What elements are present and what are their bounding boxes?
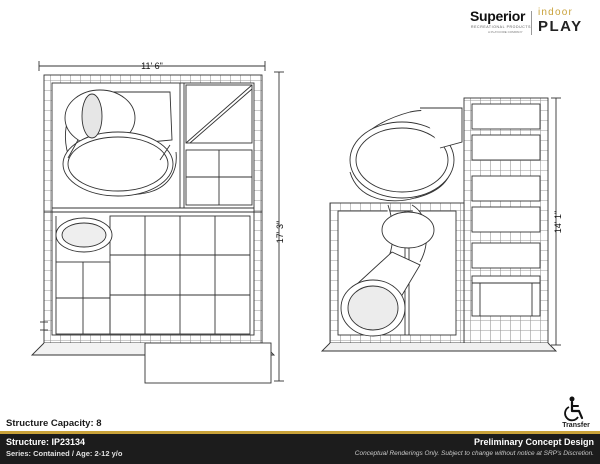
plan-view: 11' 6" 17' 3" [30, 61, 285, 384]
structure-name: Structure: IP23134 [6, 437, 86, 447]
elevation-slide [340, 107, 463, 337]
wheelchair-icon [564, 396, 584, 422]
plan-width-label: 11' 6" [141, 61, 163, 71]
plan-deck-grid [55, 215, 251, 335]
product-line-bottom: PLAY [538, 18, 583, 35]
brand-logo: Superior RECREATIONAL PRODUCTS A PLAYCOR… [470, 7, 595, 38]
structure-capacity: Structure Capacity: 8 [6, 418, 102, 429]
footer-accent-stripe [0, 431, 600, 434]
width-dimension-line [38, 61, 266, 71]
structure-series: Series: Contained / Age: 2-12 y/o [6, 449, 123, 458]
footer-title: Preliminary Concept Design [473, 437, 594, 447]
footer-bar: Structure: IP23134 Series: Contained / A… [0, 431, 600, 464]
plan-slide [62, 89, 177, 197]
plan-depth-label: 17' 3" [275, 221, 285, 243]
depth-dimension-line [274, 71, 284, 382]
footer-disclaimer: Conceptual Renderings Only. Subject to c… [354, 450, 594, 457]
elevation-height-label: 14' 1" [553, 211, 563, 233]
transfer-label: Transfer [562, 422, 590, 429]
brand-name: Superior [470, 8, 526, 24]
elevation-view: 14' 1" [320, 97, 563, 352]
logo-divider [531, 11, 532, 35]
brand-sub-tagline: A PLAYCORE COMPANY [488, 30, 523, 34]
product-line-top: indoor [538, 7, 573, 18]
brand-tagline: RECREATIONAL PRODUCTS [471, 25, 532, 29]
height-dimension-line [551, 97, 561, 346]
structure-drawings: 11' 6" 17' 3" [30, 61, 563, 384]
